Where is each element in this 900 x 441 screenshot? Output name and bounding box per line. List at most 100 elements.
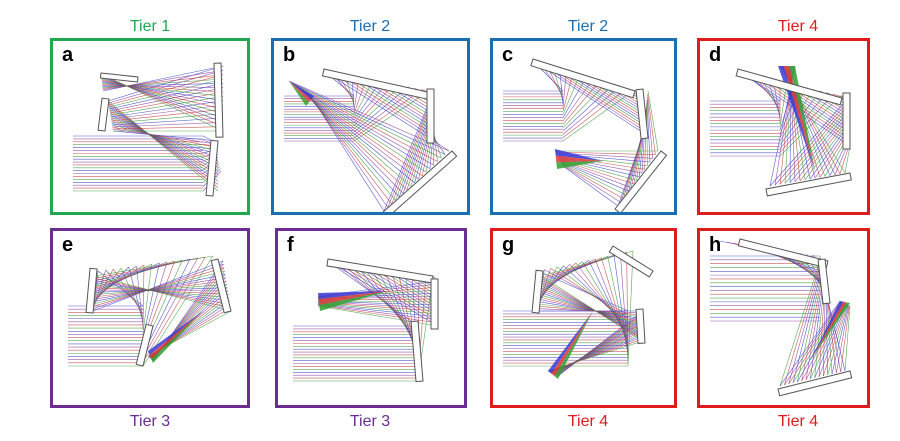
optical-layout-c (503, 58, 668, 212)
mirror (817, 258, 831, 305)
mirror (635, 88, 649, 140)
ray (93, 264, 224, 309)
ray (836, 305, 849, 374)
focus-wedge (151, 311, 203, 363)
focus-wedge (289, 81, 312, 103)
ray (779, 94, 834, 153)
ray (353, 82, 388, 124)
mirror (213, 62, 224, 138)
ray (562, 72, 574, 112)
ray (93, 277, 226, 300)
ray (142, 263, 152, 335)
ray (810, 279, 825, 380)
focus-wedge (556, 161, 603, 169)
ray (337, 73, 435, 135)
ray (627, 250, 634, 367)
ray (288, 80, 450, 152)
ray (317, 305, 439, 324)
ray (792, 268, 822, 384)
mirror (842, 92, 851, 150)
ray (334, 261, 439, 324)
ray (562, 90, 634, 142)
ray (562, 82, 607, 128)
tier-label-g: Tier 4 (567, 413, 609, 430)
panel-letter-h: h (709, 234, 722, 256)
ray (93, 284, 227, 295)
mirror (530, 58, 636, 99)
ray (560, 161, 629, 192)
ray (107, 65, 224, 102)
ray (844, 145, 851, 174)
ray (94, 255, 214, 277)
ray (107, 100, 219, 192)
ray (555, 151, 656, 155)
ray (540, 275, 644, 342)
focus-wedge (810, 301, 847, 361)
ray (93, 267, 225, 307)
ray (647, 93, 656, 155)
ray (310, 98, 392, 205)
ray (823, 304, 847, 377)
panel-c: c (490, 38, 677, 215)
ray (109, 108, 219, 178)
ray (784, 301, 841, 386)
ray (330, 72, 435, 138)
ray (562, 165, 619, 207)
ray (840, 305, 850, 373)
ray (562, 164, 621, 203)
ray (108, 106, 219, 182)
ray (317, 304, 439, 321)
ray (110, 114, 219, 168)
ray (353, 89, 423, 139)
ray (142, 264, 145, 331)
ray (818, 303, 847, 378)
mirror (410, 320, 424, 383)
ray (300, 90, 419, 180)
ray (112, 122, 224, 128)
ray (537, 270, 629, 312)
ray (831, 304, 849, 375)
ray (353, 88, 416, 136)
ray (92, 260, 224, 312)
ray (142, 257, 198, 359)
mirror (99, 72, 139, 83)
ray (111, 122, 219, 155)
ray (607, 256, 629, 352)
ray (562, 76, 587, 118)
mirror (97, 97, 110, 132)
ray (794, 112, 851, 182)
panel-b: b (271, 38, 470, 215)
ray (613, 254, 629, 356)
panel-letter-e: e (62, 234, 74, 256)
tier-label-d: Tier 4 (777, 18, 819, 35)
ray (769, 95, 851, 187)
ray (94, 287, 229, 295)
panel-letter-g: g (502, 234, 515, 256)
panel-e: e (50, 228, 250, 408)
ray (789, 109, 851, 183)
mirror (85, 267, 98, 314)
ray (309, 97, 396, 201)
ray (109, 83, 224, 110)
tier-label-c: Tier 2 (567, 18, 609, 35)
ray (826, 295, 837, 374)
ray (110, 116, 219, 165)
tier-label-h: Tier 4 (777, 413, 819, 430)
focus-wedge (789, 66, 815, 171)
mirror (430, 278, 439, 330)
panel-letter-c: c (502, 44, 514, 66)
mirror (531, 269, 544, 314)
ray (111, 120, 219, 158)
ray (291, 83, 442, 159)
ray (136, 265, 144, 327)
ray (353, 90, 430, 142)
ray (110, 100, 224, 118)
mirror (426, 88, 435, 144)
optical-layout-b (284, 68, 458, 212)
ray (433, 140, 450, 152)
ray (784, 105, 851, 184)
ray (353, 84, 395, 127)
ray (433, 137, 446, 155)
ray (142, 256, 206, 363)
ray (827, 304, 848, 376)
